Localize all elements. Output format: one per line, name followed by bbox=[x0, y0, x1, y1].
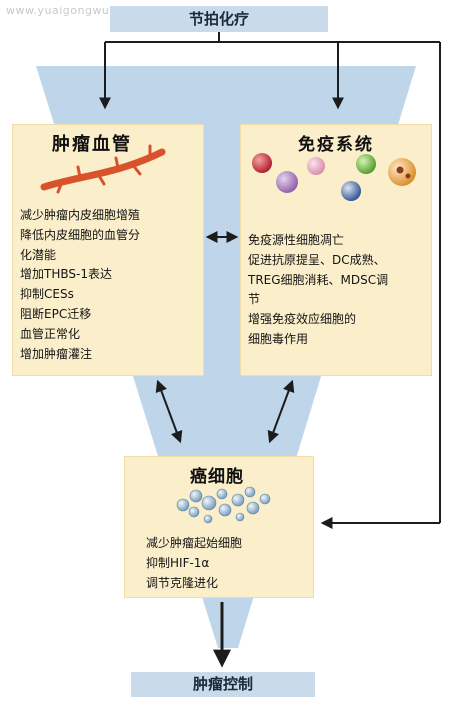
list-item: 降低内皮细胞的血管分 bbox=[20, 227, 141, 242]
list-item: 血管正常化 bbox=[20, 326, 81, 341]
cancer-cell-title: 癌细胞 bbox=[190, 467, 244, 487]
tumor-vessels-title: 肿瘤血管 bbox=[52, 134, 132, 155]
immune-system-title: 免疫系统 bbox=[298, 135, 374, 155]
double-arrow-immune-cancer bbox=[267, 379, 295, 444]
list-item: 免疫源性细胞凋亡 bbox=[248, 233, 345, 247]
list-item: 抑制CESs bbox=[20, 287, 74, 302]
list-item: 调节克隆进化 bbox=[146, 575, 219, 590]
list-item: 细胞毒作用 bbox=[248, 331, 309, 346]
list-item: 促进抗原提呈、DC成熟、 bbox=[248, 252, 386, 267]
list-item: TREG细胞消耗、MDSC调 bbox=[248, 272, 389, 287]
list-item: 减少肿瘤内皮细胞增殖 bbox=[20, 208, 141, 222]
list-item: 化潜能 bbox=[20, 247, 57, 262]
watermark-text: www.yuaigongwu.com bbox=[6, 4, 139, 17]
cancer-cell-panel bbox=[124, 456, 314, 598]
tumor-vessels-panel bbox=[12, 124, 204, 376]
tumor-vessels-list: 减少肿瘤内皮细胞增殖 降低内皮细胞的血管分 化潜能 增加THBS-1表达 抑制C… bbox=[20, 206, 204, 364]
top-label-box: 节拍化疗 bbox=[110, 6, 328, 32]
list-item: 阻断EPC迁移 bbox=[20, 306, 92, 321]
list-item: 增加肿瘤灌注 bbox=[20, 346, 93, 361]
immune-system-list: 免疫源性细胞凋亡 促进抗原提呈、DC成熟、 TREG细胞消耗、MDSC调 节 增… bbox=[248, 231, 434, 350]
list-item: 节 bbox=[248, 292, 261, 307]
list-item: 减少肿瘤起始细胞 bbox=[146, 536, 243, 550]
bottom-label-box: 肿瘤控制 bbox=[131, 672, 315, 697]
cancer-cell-list: 减少肿瘤起始细胞 抑制HIF-1α 调节克隆进化 bbox=[146, 534, 316, 593]
list-item: 抑制HIF-1α bbox=[146, 555, 210, 570]
double-arrow-vessels-cancer bbox=[155, 379, 183, 444]
list-item: 增强免疫效应细胞的 bbox=[248, 312, 357, 327]
list-item: 增加THBS-1表达 bbox=[20, 267, 112, 282]
